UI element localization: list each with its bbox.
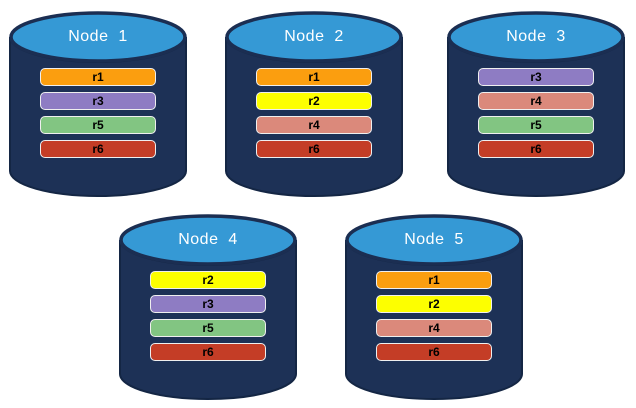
replica-label: r5 bbox=[530, 118, 542, 132]
replica-label: r6 bbox=[530, 142, 542, 156]
cylinder-top bbox=[225, 11, 403, 63]
replica-bar-r6: r6 bbox=[40, 140, 156, 158]
replica-label: r6 bbox=[92, 142, 104, 156]
cylinder-top bbox=[447, 11, 625, 63]
replica-bar-r6: r6 bbox=[376, 343, 492, 361]
replica-bar-r3: r3 bbox=[478, 68, 594, 86]
node-4: Node 4 r2 r3 r5 r6 bbox=[118, 213, 298, 401]
node-1: Node 1 r1 r3 r5 r6 bbox=[8, 10, 188, 198]
replica-label: r5 bbox=[202, 321, 214, 335]
replica-label: r6 bbox=[308, 142, 320, 156]
replica-label: r3 bbox=[202, 297, 214, 311]
replica-bar-r1: r1 bbox=[256, 68, 372, 86]
replica-label: r3 bbox=[92, 94, 104, 108]
replica-bar-r6: r6 bbox=[256, 140, 372, 158]
replica-label: r2 bbox=[202, 273, 214, 287]
node-2: Node 2 r1 r2 r4 r6 bbox=[224, 10, 404, 198]
replica-bar-r4: r4 bbox=[376, 319, 492, 337]
replica-label: r4 bbox=[530, 94, 542, 108]
node-title: Node 3 bbox=[506, 28, 566, 45]
replica-bar-r4: r4 bbox=[478, 92, 594, 110]
replica-label: r1 bbox=[92, 70, 104, 84]
replica-label: r1 bbox=[428, 273, 440, 287]
node-3: Node 3 r3 r4 r5 r6 bbox=[446, 10, 626, 198]
cylinder-top bbox=[345, 214, 523, 266]
replica-bar-r3: r3 bbox=[150, 295, 266, 313]
node-title: Node 4 bbox=[178, 231, 238, 248]
replica-label: r2 bbox=[428, 297, 440, 311]
replica-bar-r6: r6 bbox=[478, 140, 594, 158]
replica-bar-r3: r3 bbox=[40, 92, 156, 110]
replica-bar-r2: r2 bbox=[376, 295, 492, 313]
replica-label: r4 bbox=[428, 321, 440, 335]
cylinder-top bbox=[119, 214, 297, 266]
replica-label: r6 bbox=[428, 345, 440, 359]
replica-bar-r5: r5 bbox=[40, 116, 156, 134]
replica-bar-r2: r2 bbox=[150, 271, 266, 289]
replica-bar-r4: r4 bbox=[256, 116, 372, 134]
replica-bar-r6: r6 bbox=[150, 343, 266, 361]
replica-label: r2 bbox=[308, 94, 320, 108]
replica-bar-r5: r5 bbox=[478, 116, 594, 134]
cylinder-top bbox=[9, 11, 187, 63]
replica-bar-r5: r5 bbox=[150, 319, 266, 337]
replica-label: r6 bbox=[202, 345, 214, 359]
replica-label: r5 bbox=[92, 118, 104, 132]
replica-label: r3 bbox=[530, 70, 542, 84]
node-title: Node 1 bbox=[68, 28, 128, 45]
replica-label: r4 bbox=[308, 118, 320, 132]
node-title: Node 5 bbox=[404, 231, 464, 248]
replica-bar-r2: r2 bbox=[256, 92, 372, 110]
replica-bar-r1: r1 bbox=[376, 271, 492, 289]
replica-label: r1 bbox=[308, 70, 320, 84]
node-5: Node 5 r1 r2 r4 r6 bbox=[344, 213, 524, 401]
node-title: Node 2 bbox=[284, 28, 344, 45]
replica-bar-r1: r1 bbox=[40, 68, 156, 86]
